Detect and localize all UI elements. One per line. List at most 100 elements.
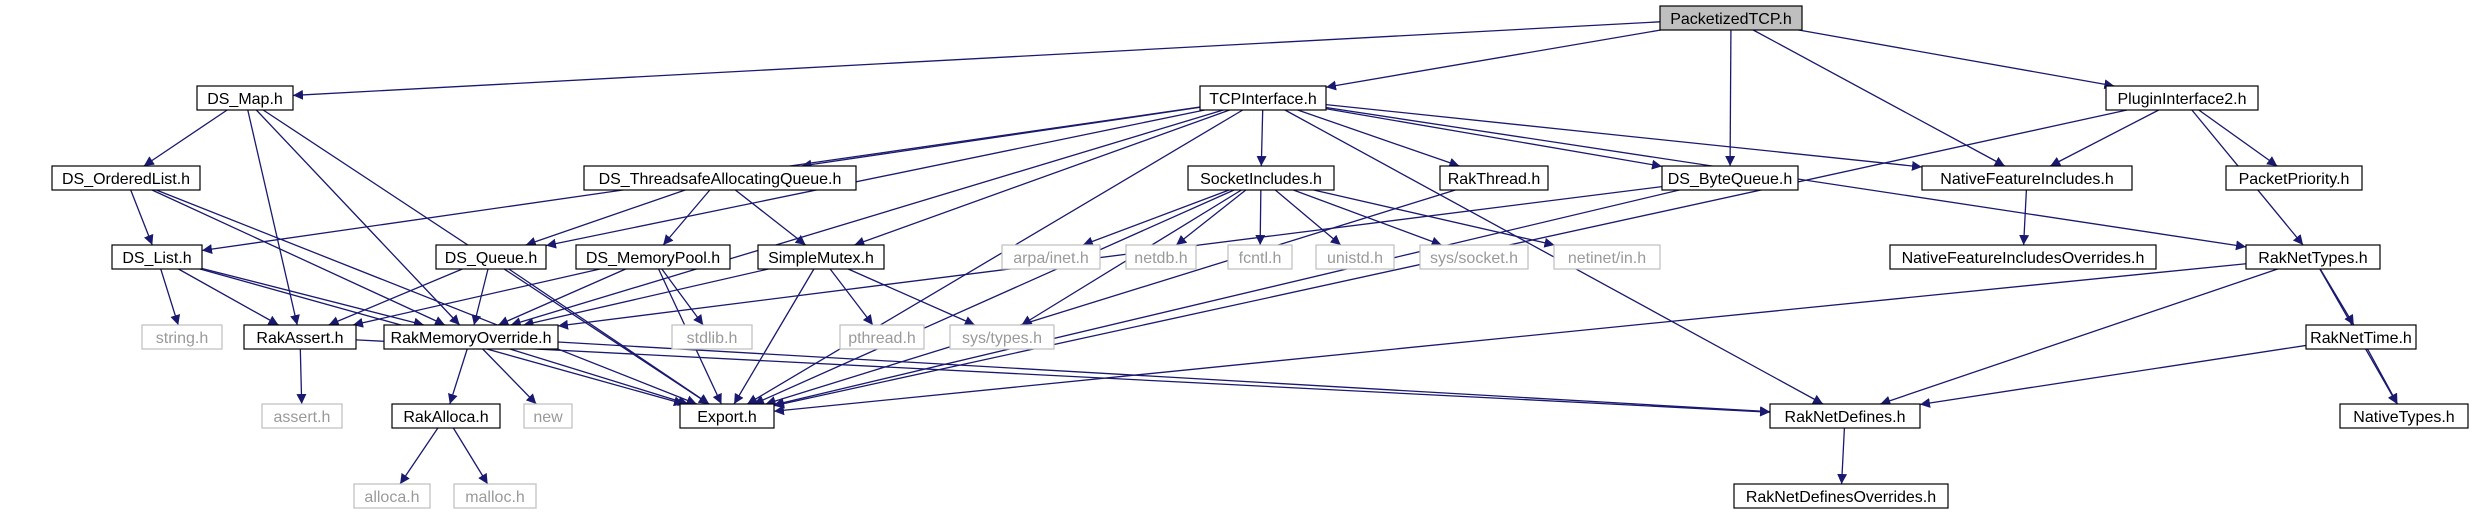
node-box <box>1769 403 1921 429</box>
edge-dsmap-to-rakmemoryoverride <box>255 109 461 326</box>
edge-socketincludes-to-arpainet <box>1082 189 1230 247</box>
node-label: netdb.h <box>1134 250 1187 267</box>
node-box <box>391 403 501 429</box>
node-label: PacketPriority.h <box>2239 171 2350 188</box>
edge-rakthread-to-export <box>765 189 1456 406</box>
node-box <box>1199 85 1327 111</box>
node-raknetdefinesoverrides-h[interactable]: RakNetDefinesOverrides.h <box>1733 483 1949 509</box>
node-box <box>261 403 343 429</box>
edge-simplemutex-to-systypes <box>847 268 976 326</box>
node-ds-bytequeue-h[interactable]: DS_ByteQueue.h <box>1661 165 1799 191</box>
node-label: RakNetTypes.h <box>2258 250 2367 267</box>
node-ds-list-h[interactable]: DS_List.h <box>111 244 203 270</box>
node-simplemutex-h[interactable]: SimpleMutex.h <box>757 244 885 270</box>
node-box <box>1733 483 1949 509</box>
edge-dsmemorypool-to-rakassert <box>352 268 601 328</box>
node-box <box>2225 165 2363 191</box>
edge-dsorderedlist-to-export <box>156 189 697 405</box>
edge-tcpinterface-to-rakthread <box>1297 109 1460 168</box>
node-box <box>679 403 775 429</box>
node-malloc-h: malloc.h <box>453 483 537 509</box>
node-box <box>111 244 203 270</box>
node-label: stdlib.h <box>687 330 738 347</box>
node-label: RakMemoryOverride.h <box>391 330 552 347</box>
node-assert-h: assert.h <box>261 403 343 429</box>
node-ds-threadsafeallocatingqueue-h[interactable]: DS_ThreadsafeAllocatingQueue.h <box>583 165 857 191</box>
edge-socketincludes-to-netdb <box>1175 189 1247 246</box>
edge-rakmemoryoverride-to-rakalloca <box>448 348 468 405</box>
node-label: unistd.h <box>1327 250 1383 267</box>
node-nativefeatureincludes-h[interactable]: NativeFeatureIncludes.h <box>1921 165 2133 191</box>
edge-dsorderedlist-to-rakmemoryoverride <box>151 189 446 326</box>
node-socketincludes-h[interactable]: SocketIncludes.h <box>1187 165 1335 191</box>
node-label: arpa/inet.h <box>1013 250 1089 267</box>
node-label: NativeFeatureIncludes.h <box>1940 171 2113 188</box>
node-raknettypes-h[interactable]: RakNetTypes.h <box>2245 244 2381 270</box>
edge-plugininterface2-to-nativefeature <box>2049 109 2160 167</box>
node-label: NativeFeatureIncludesOverrides.h <box>1902 250 2145 267</box>
node-raknettime-h[interactable]: RakNetTime.h <box>2305 324 2417 350</box>
node-box <box>1889 244 2157 270</box>
edge-rakmemoryoverride-to-raknetdefines <box>557 341 1771 417</box>
edge-dsbytequeue-to-export <box>773 189 1680 408</box>
node-label: DS_List.h <box>122 250 191 267</box>
node-label: alloca.h <box>364 489 419 506</box>
node-box <box>671 324 753 350</box>
node-ds-memorypool-h[interactable]: DS_MemoryPool.h <box>575 244 731 270</box>
node-packetpriority-h[interactable]: PacketPriority.h <box>2225 165 2363 191</box>
node-label: sys/socket.h <box>1430 250 1518 267</box>
node-ds-map-h[interactable]: DS_Map.h <box>196 85 294 111</box>
node-export-h[interactable]: Export.h <box>679 403 775 429</box>
node-box <box>523 403 573 429</box>
node-ds-orderedlist-h[interactable]: DS_OrderedList.h <box>51 165 201 191</box>
edge-dsmap-to-dsorderedlist <box>143 109 228 167</box>
node-unistd-h: unistd.h <box>1315 244 1395 270</box>
edge-dslist-to-rakassert <box>178 268 279 326</box>
edge-dsqueue-to-rakmemoryoverride <box>471 268 489 326</box>
node-ds-queue-h[interactable]: DS_Queue.h <box>435 244 547 270</box>
edge-dsthreadsafe-to-dsmemorypool <box>662 189 711 246</box>
node-label: RakAssert.h <box>256 330 343 347</box>
node-netinet-in-h: netinet/in.h <box>1553 244 1661 270</box>
edges-layer <box>130 21 2399 485</box>
node-label: NativeTypes.h <box>2353 409 2454 426</box>
node-label: RakThread.h <box>1448 171 1541 188</box>
node-box <box>1921 165 2133 191</box>
node-rakmemoryoverride-h[interactable]: RakMemoryOverride.h <box>383 324 559 350</box>
node-rakthread-h[interactable]: RakThread.h <box>1439 165 1549 191</box>
node-plugininterface2-h[interactable]: PluginInterface2.h <box>2105 85 2259 111</box>
node-label: pthread.h <box>848 330 916 347</box>
node-label: DS_Queue.h <box>445 250 538 267</box>
edge-tcpinterface-to-dsbytequeue <box>1325 108 1663 170</box>
node-raknetdefines-h[interactable]: RakNetDefines.h <box>1769 403 1921 429</box>
edge-packetized-to-tcpinterface <box>1325 29 1661 91</box>
node-label: assert.h <box>274 409 331 426</box>
node-label: DS_ThreadsafeAllocatingQueue.h <box>599 171 842 188</box>
node-tcpinterface-h[interactable]: TCPInterface.h <box>1199 85 1327 111</box>
node-box <box>583 165 857 191</box>
node-rakassert-h[interactable]: RakAssert.h <box>243 324 357 350</box>
node-box <box>453 483 537 509</box>
edge-dsqueue-to-rakassert <box>328 268 463 326</box>
node-box <box>1125 244 1197 270</box>
node-packetizedtcp-h[interactable]: PacketizedTCP.h <box>1659 5 1803 31</box>
edge-tcpinterface-to-export <box>746 109 1244 405</box>
node-box <box>1315 244 1395 270</box>
edge-raknettypes-to-export <box>773 263 2247 416</box>
node-nativetypes-h[interactable]: NativeTypes.h <box>2339 403 2469 429</box>
node-label: RakNetDefinesOverrides.h <box>1746 489 1936 506</box>
node-rakalloca-h[interactable]: RakAlloca.h <box>391 403 501 429</box>
node-box <box>575 244 731 270</box>
node-label: DS_OrderedList.h <box>62 171 190 188</box>
node-sys-types-h: sys/types.h <box>949 324 1055 350</box>
edge-dsmemorypool-to-rakmemoryoverride <box>498 268 626 326</box>
edge-raknetdefines-to-raknetdefinesoverrides <box>1837 427 1848 485</box>
node-box <box>435 244 547 270</box>
node-stdlib-h: stdlib.h <box>671 324 753 350</box>
edge-dsbytequeue-to-rakmemoryoverride <box>557 185 1663 330</box>
node-label: PluginInterface2.h <box>2118 91 2247 108</box>
edge-tcpinterface-to-dsqueue <box>545 109 1205 249</box>
edge-dsthreadsafe-to-dsqueue <box>525 189 686 247</box>
edge-plugininterface2-to-packetpriority <box>2198 109 2278 167</box>
node-nativefeatureincludesoverrides-h[interactable]: NativeFeatureIncludesOverrides.h <box>1889 244 2157 270</box>
